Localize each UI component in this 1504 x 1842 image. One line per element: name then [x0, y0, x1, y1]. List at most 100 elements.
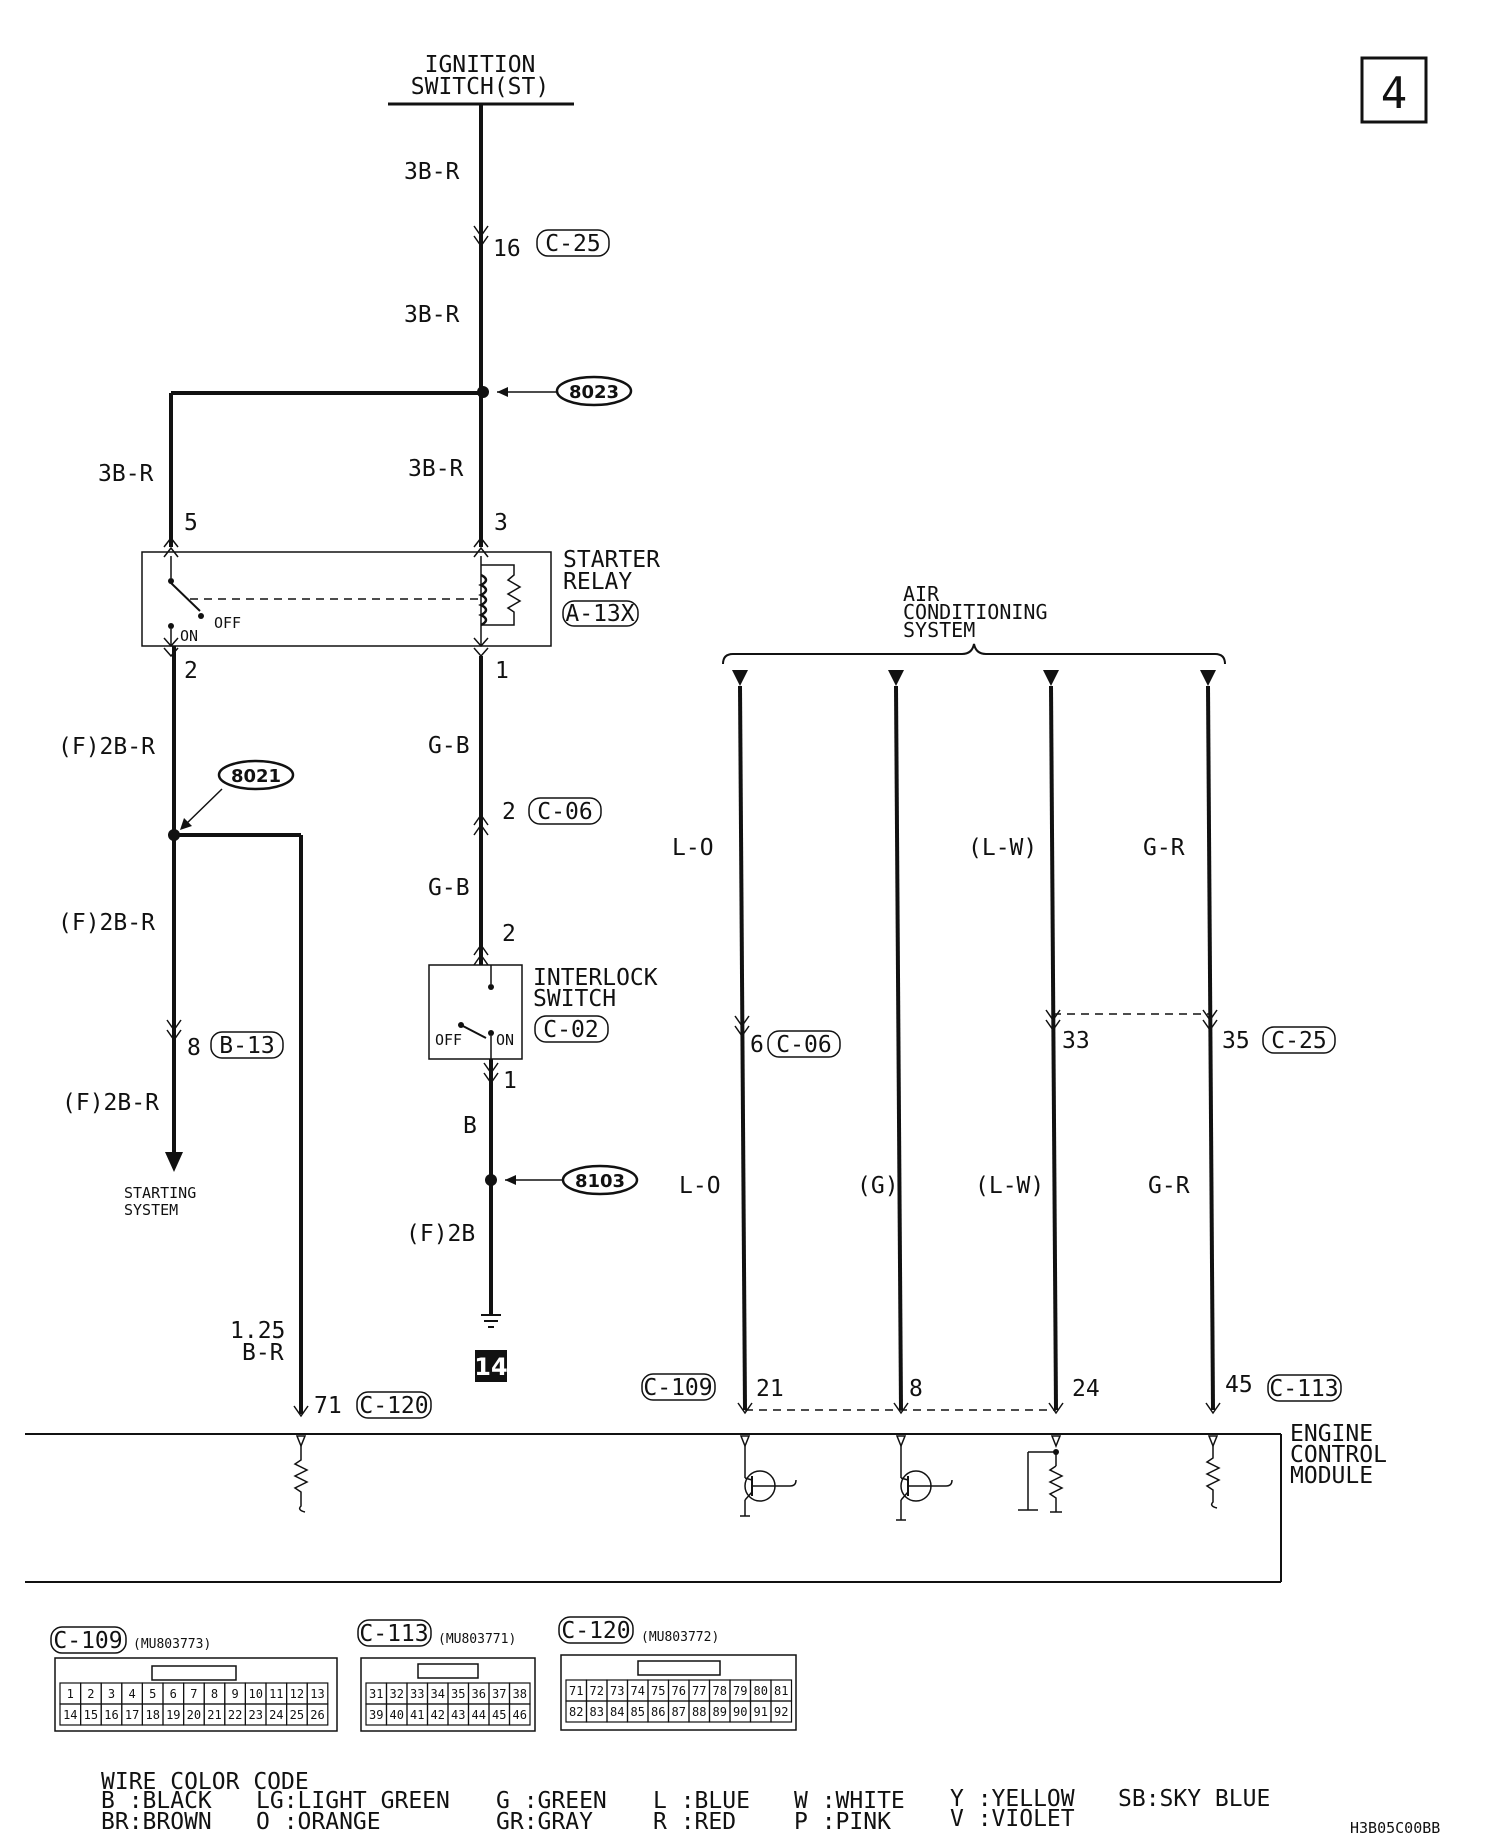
- connector-c25-top: C-25: [545, 231, 600, 257]
- connector-pin-number: 77: [692, 1684, 706, 1698]
- connector-pin-number: 86: [651, 1705, 665, 1719]
- pin-2-c06: 2: [502, 799, 516, 825]
- connector-pin-number: 6: [170, 1687, 177, 1701]
- connector-pin-number: 80: [754, 1684, 768, 1698]
- color-code-gr: GR:GRAY: [496, 1809, 593, 1835]
- pin-3: 3: [494, 510, 508, 536]
- connector-b13: B-13: [219, 1033, 274, 1059]
- connector-c113: C-113: [1269, 1376, 1338, 1402]
- ac-label-3: SYSTEM: [903, 618, 975, 642]
- wire-label-f2b: (F)2B: [406, 1221, 475, 1247]
- splice-8023: 8023: [171, 375, 633, 407]
- color-code-title: WIRE COLOR CODE: [101, 1769, 309, 1795]
- connector-pin-number: 12: [290, 1687, 304, 1701]
- connector-pin-number: 92: [774, 1705, 788, 1719]
- wire-label-3b-r-4: 3B-R: [408, 456, 464, 482]
- connector-pin-number: 89: [713, 1705, 727, 1719]
- pin-6: 6: [750, 1032, 764, 1058]
- ac-system: AIR CONDITIONING SYSTEM L-O (L-W) G-R 6 …: [641, 582, 1342, 1415]
- ac-wire-g-bot: (G): [857, 1173, 899, 1199]
- connector-pin-number: 37: [492, 1687, 506, 1701]
- connector-pin-number: 83: [590, 1705, 604, 1719]
- connector-pin-number: 75: [651, 1684, 665, 1698]
- connector-pin-number: 35: [451, 1687, 465, 1701]
- connector-c120: C-120: [359, 1393, 428, 1419]
- connector-pin-number: 78: [713, 1684, 727, 1698]
- pin-45: 45: [1225, 1372, 1253, 1398]
- connector-pin-number: 84: [610, 1705, 624, 1719]
- wire-label-f2b-r-1: (F)2B-R: [58, 734, 155, 760]
- wire-label-3b-r-3: 3B-R: [98, 461, 154, 487]
- connector-pin-number: 90: [733, 1705, 747, 1719]
- connector-pin-number: 81: [774, 1684, 788, 1698]
- wire-label-125: 1.25: [230, 1318, 285, 1344]
- ac-wire-gr-bot: G-R: [1148, 1173, 1190, 1199]
- color-code-l: L :BLUE: [653, 1788, 750, 1814]
- pin-16: 16: [493, 236, 521, 262]
- connector-pin-number: 3: [108, 1687, 115, 1701]
- connector-pin-number: 19: [166, 1708, 180, 1722]
- wire-label-b: B: [463, 1113, 477, 1139]
- color-code-sb: SB:SKY BLUE: [1118, 1786, 1270, 1812]
- wire-label-gb-1: G-B: [428, 733, 470, 759]
- connector-pin-number: 87: [672, 1705, 686, 1719]
- connector-cavity: [508, 1703, 531, 1726]
- ecm-pin71-wire: 1.25 B-R 71 C-120: [230, 1318, 432, 1419]
- page-number: 4: [1360, 56, 1428, 124]
- color-code-w: W :WHITE: [794, 1788, 905, 1814]
- connector-diagram-c109-part: (MU803773): [133, 1637, 211, 1652]
- connector-pin-number: 8: [211, 1687, 218, 1701]
- starting-system-label-2: SYSTEM: [124, 1201, 178, 1219]
- connector-cavity: [306, 1703, 329, 1726]
- splice-8103-label: 8103: [575, 1171, 625, 1192]
- connector-pin-number: 34: [431, 1687, 445, 1701]
- pin-1-relay: 1: [495, 658, 509, 684]
- ecm-label-1: ENGINE: [1290, 1421, 1373, 1447]
- wire-label-3b-r-2: 3B-R: [404, 302, 460, 328]
- connector-pin-number: 91: [754, 1705, 768, 1719]
- ac-wire-gr-top: G-R: [1143, 835, 1185, 861]
- connector-pin-number: 72: [590, 1684, 604, 1698]
- connector-diagram-c113-name: C-113: [359, 1621, 428, 1647]
- connector-pin-number: 20: [187, 1708, 201, 1722]
- pin-2-interlock: 2: [502, 921, 516, 947]
- connector-pin-number: 82: [569, 1705, 583, 1719]
- connector-pin-number: 16: [104, 1708, 118, 1722]
- wire-label-b-r: B-R: [242, 1340, 284, 1366]
- connector-diagram-c120-part: (MU803772): [641, 1630, 719, 1645]
- connector-pin-number: 88: [692, 1705, 706, 1719]
- ac-label-1: AIR: [903, 582, 940, 606]
- ecm-label-2: CONTROL: [1290, 1442, 1387, 1468]
- connector-pin-number: 13: [310, 1687, 324, 1701]
- engine-control-module: ENGINE CONTROL MODULE: [25, 1421, 1387, 1583]
- color-code-p: P :PINK: [794, 1809, 891, 1835]
- connector-c25-ac: C-25: [1271, 1028, 1326, 1054]
- color-code-g: G :GREEN: [496, 1788, 607, 1814]
- connector-pin-number: 44: [472, 1708, 486, 1722]
- connector-c06-mid: C-06: [537, 799, 592, 825]
- pin-1-interlock: 1: [503, 1068, 517, 1094]
- starter-relay: OFF ON STARTER RELAY A-13X: [141, 547, 660, 647]
- wire-label-f2b-r-2: (F)2B-R: [58, 910, 155, 936]
- pin-2-relay: 2: [184, 658, 198, 684]
- wire-label-f2b-r-3: (F)2B-R: [62, 1090, 159, 1116]
- connector-c02: C-02: [543, 1017, 598, 1043]
- connector-pin-number: 11: [269, 1687, 283, 1701]
- pin-71: 71: [314, 1393, 342, 1419]
- connector-pin-number: 23: [248, 1708, 262, 1722]
- connector-pin-number: 22: [228, 1708, 242, 1722]
- color-code-b: B :BLACK: [101, 1788, 212, 1814]
- relay-feed-left: 3B-R 3B-R 5 3: [98, 393, 508, 558]
- pin-21: 21: [756, 1376, 784, 1402]
- ground-symbol: 14: [474, 1314, 508, 1382]
- ground-ref-14: 14: [474, 1353, 507, 1381]
- ac-wire-lo-top: L-O: [672, 835, 714, 861]
- connector-pin-number: 33: [410, 1687, 424, 1701]
- starter-relay-label-1: STARTER: [563, 547, 660, 573]
- connector-pin-number: 85: [631, 1705, 645, 1719]
- connector-pin-number: 26: [310, 1708, 324, 1722]
- diagram-code: H3B05C00BB: [1350, 1819, 1440, 1837]
